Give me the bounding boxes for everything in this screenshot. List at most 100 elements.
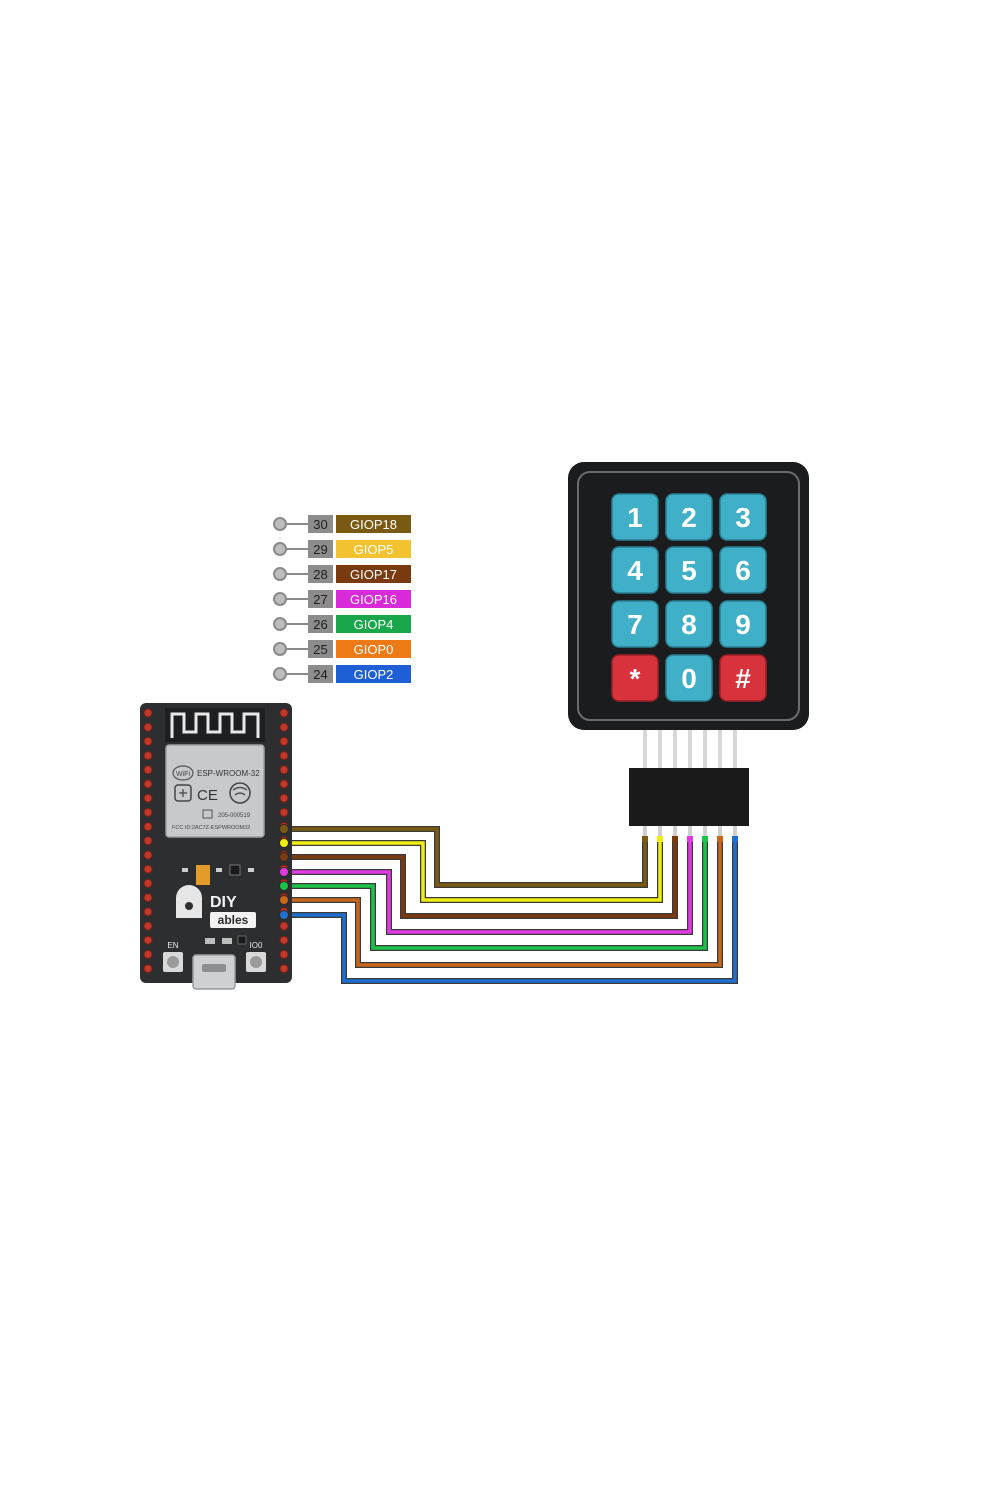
key-label: 4: [627, 555, 643, 586]
key-0[interactable]: 0: [665, 654, 713, 702]
key-cap: [719, 600, 767, 648]
key-label: 5: [681, 555, 697, 586]
pin-number-box: [308, 565, 333, 583]
pin-name-box: [336, 640, 411, 658]
pin-dot-icon: [273, 567, 287, 581]
connector-pins: [642, 826, 738, 842]
header-pin-left: [143, 864, 153, 874]
wire: [284, 838, 692, 934]
key-label: 7: [627, 609, 643, 640]
key-5[interactable]: 5: [665, 546, 713, 594]
diyables-logo: DIY ables: [176, 885, 256, 928]
pin-number: 28: [313, 567, 327, 582]
header-pin-left: [143, 807, 153, 817]
pin-dot-icon: [273, 592, 287, 606]
key-1[interactable]: 1: [611, 493, 659, 541]
connector-pin-tip: [642, 836, 648, 842]
key-cap: [611, 546, 659, 594]
pin-number: 27: [313, 592, 327, 607]
header-pin-left: [143, 765, 153, 775]
keypad-connector: [629, 768, 749, 826]
key-label: #: [735, 663, 751, 694]
wire: [284, 838, 722, 967]
wire: [284, 838, 662, 902]
board-wire-ends: [279, 824, 289, 920]
en-label: EN: [167, 941, 178, 950]
key-8[interactable]: 8: [665, 600, 713, 648]
keypad-border: [577, 471, 800, 721]
pin-number: 30: [313, 517, 327, 532]
pin-dot-icon: [273, 617, 287, 631]
pin-number: 24: [313, 667, 327, 682]
pin-name-box: [336, 665, 411, 683]
key-label: 1: [627, 502, 643, 533]
pin-number: 25: [313, 642, 327, 657]
header-pin-right: [279, 921, 289, 931]
key-3[interactable]: 3: [719, 493, 767, 541]
header-pin-left: [143, 722, 153, 732]
header-pin-left: [143, 949, 153, 959]
header-pin-left: [143, 751, 153, 761]
pin-number-box: [308, 615, 333, 633]
key-2[interactable]: 2: [665, 493, 713, 541]
ce-mark-icon: CE: [197, 787, 218, 804]
header-pin-right: [279, 793, 289, 803]
header-pin-left: [143, 822, 153, 832]
wire-end-dot: [279, 838, 289, 848]
boot-button[interactable]: [246, 952, 266, 972]
connector-pin-tip: [717, 836, 723, 842]
header-pin-left: [143, 907, 153, 917]
key-star[interactable]: *: [611, 654, 659, 702]
pin-number-box: [308, 665, 333, 683]
header-pin-left: [143, 779, 153, 789]
pin-number-box: [308, 515, 333, 533]
wire: [284, 827, 647, 887]
header-pin-left: [143, 893, 153, 903]
micro-usb-port[interactable]: [192, 954, 236, 990]
wire-end-dot: [279, 895, 289, 905]
regulator-chip: [229, 864, 241, 876]
header-pin-left: [143, 836, 153, 846]
wire: [284, 838, 737, 983]
key-hash[interactable]: #: [719, 654, 767, 702]
pin-legend-row: 28 GIOP17: [273, 565, 411, 583]
key-cap: [719, 546, 767, 594]
pin-name: GIOP17: [350, 567, 397, 582]
header-pin-right: [279, 964, 289, 974]
pin-name-box: [336, 540, 411, 558]
key-cap: [611, 493, 659, 541]
connector-pin-tip: [732, 836, 738, 842]
espressif-logo-icon: [229, 782, 251, 804]
en-button[interactable]: [163, 952, 183, 972]
header-pin-right: [279, 708, 289, 718]
key-4[interactable]: 4: [611, 546, 659, 594]
module-name: ESP-WROOM-32: [197, 769, 260, 778]
wire-end-dot: [279, 910, 289, 920]
wire-bundle: [284, 826, 738, 984]
key-cap: [611, 654, 659, 702]
pin-dot-icon: [273, 517, 287, 531]
pin-number-box: [308, 640, 333, 658]
key-7[interactable]: 7: [611, 600, 659, 648]
header-pin-right: [279, 722, 289, 732]
header-pin-left: [143, 921, 153, 931]
connector-pin-tip: [657, 836, 663, 842]
pin-name-box: [336, 590, 411, 608]
smd-component: [222, 938, 232, 944]
connector-pin-tip: [672, 836, 678, 842]
wifi-logo-icon: WiFi: [172, 765, 194, 781]
ribbon-cable: [643, 730, 737, 770]
esp32-board: WiFi ESP-WROOM-32 CE 205-000519 FCC ID:2…: [140, 703, 292, 990]
header-pin-right: [279, 807, 289, 817]
key-9[interactable]: 9: [719, 600, 767, 648]
key-6[interactable]: 6: [719, 546, 767, 594]
key-cap: [665, 493, 713, 541]
connector-pin-tip: [687, 836, 693, 842]
wire-end-dot: [279, 881, 289, 891]
key-cap: [665, 654, 713, 702]
pin-number-box: [308, 590, 333, 608]
